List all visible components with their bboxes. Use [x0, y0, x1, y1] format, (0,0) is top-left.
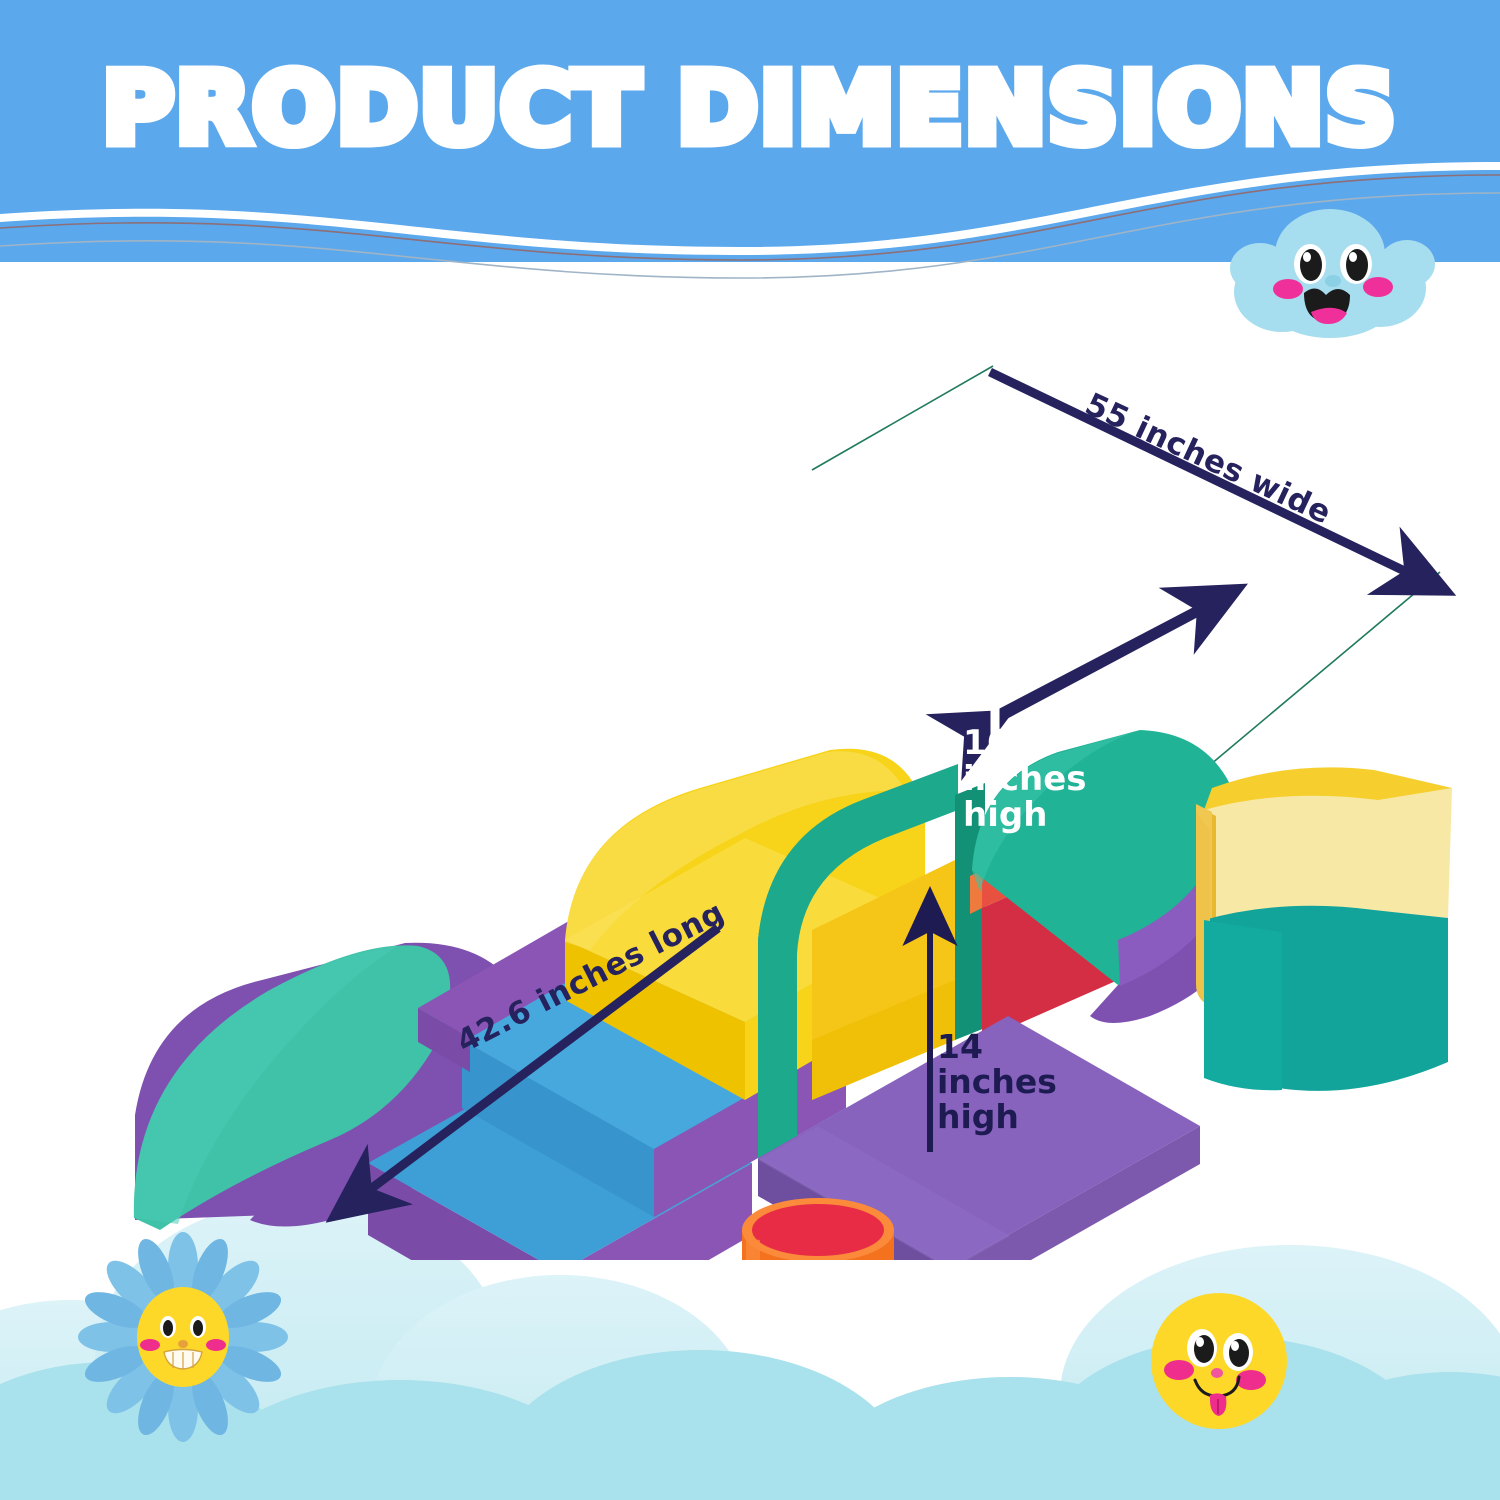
piece-purple-mat — [758, 1016, 1200, 1260]
piece-orange-cylinder — [742, 1198, 894, 1260]
page-title: PRODUCT DIMENSIONS — [97, 47, 1401, 171]
mat-height-label: 14 inches high — [937, 1027, 1057, 1136]
length-dimension-arrow — [325, 924, 721, 1223]
header-wave-divider — [0, 150, 1500, 279]
platform-height-label: 16.5 inches high — [963, 723, 1087, 836]
smiley-tongue-face-icon — [1151, 1293, 1287, 1429]
piece-yellow-teal-cube — [1196, 767, 1452, 1091]
guide-lines — [811, 365, 1441, 776]
flower-sun-face-icon — [78, 1232, 288, 1442]
cloud-face-icon — [1230, 209, 1435, 338]
width-dimension-arrow — [925, 367, 1457, 782]
product-photo-illustration — [133, 365, 1457, 1260]
